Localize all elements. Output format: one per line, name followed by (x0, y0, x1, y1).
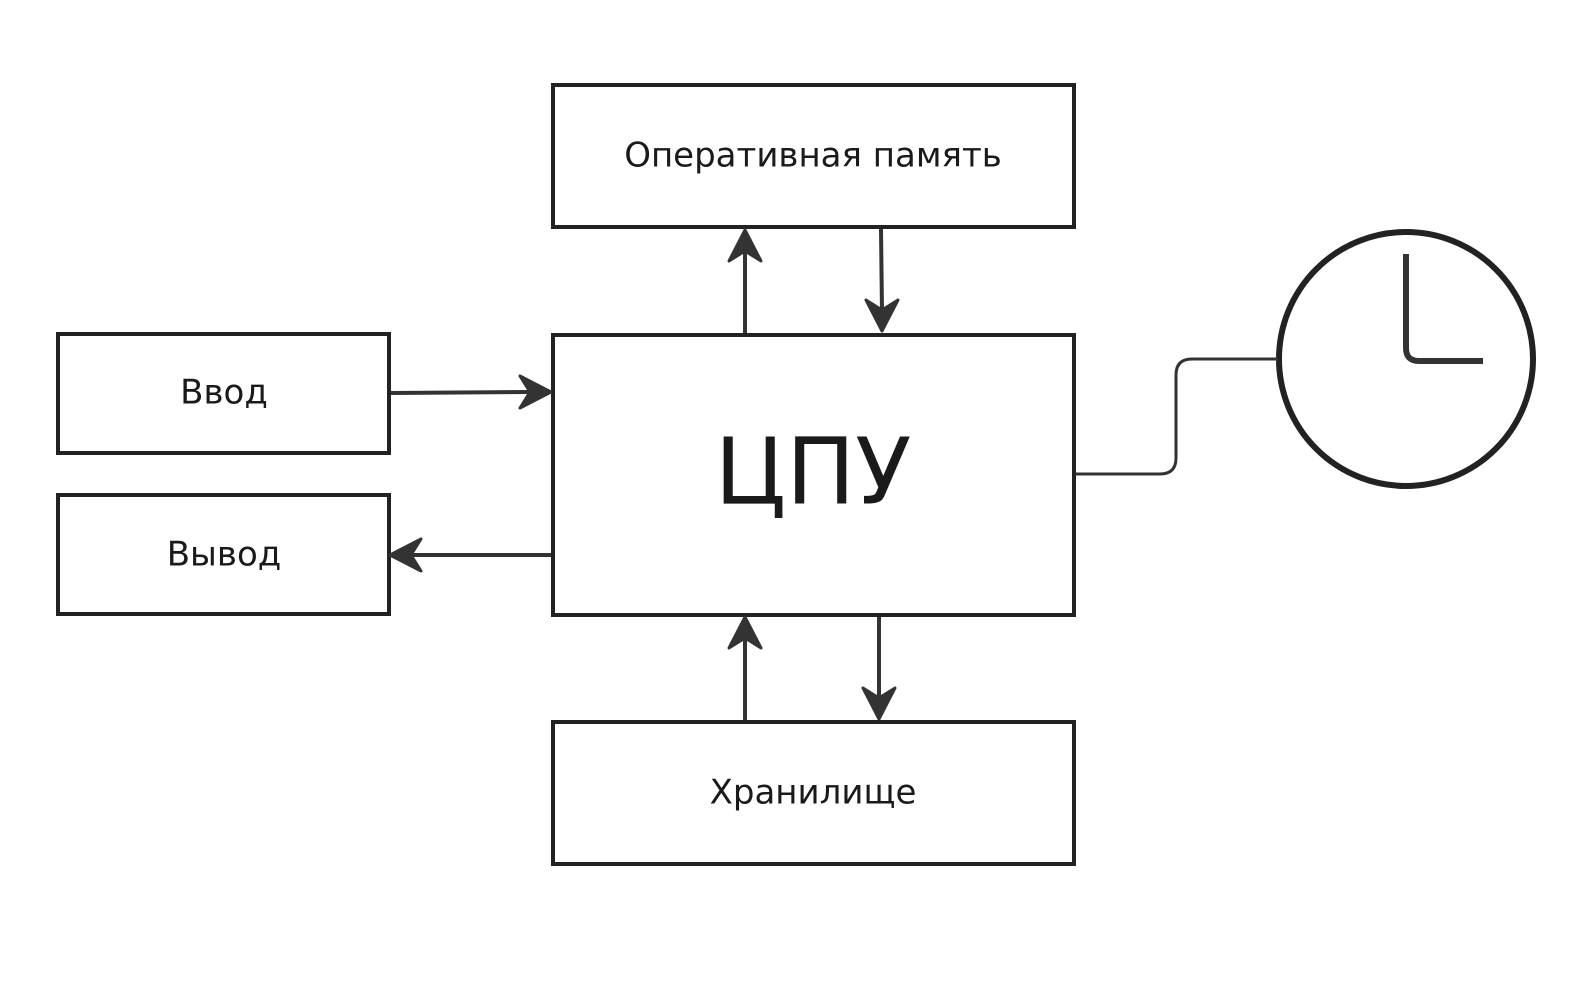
node-ram-label: Оперативная память (624, 136, 1002, 176)
edge-cpu-to-ram (727, 228, 763, 333)
edge-cpu-to-storage (861, 617, 897, 721)
node-ram: Оперативная память (551, 83, 1076, 229)
node-storage: Хранилище (551, 720, 1076, 866)
node-output-label: Вывод (167, 535, 282, 575)
node-input-label: Ввод (180, 373, 268, 413)
edge-input-to-cpu (390, 374, 553, 410)
node-storage-label: Хранилище (710, 773, 917, 813)
clock-icon (1276, 229, 1536, 489)
node-input: Ввод (56, 332, 391, 455)
edge-ram-to-cpu (864, 228, 900, 333)
edge-cpu-to-clock (1076, 357, 1278, 476)
node-output: Вывод (56, 493, 391, 616)
edge-cpu-to-output (388, 537, 551, 573)
node-cpu: ЦПУ (551, 333, 1076, 617)
edge-storage-to-cpu (727, 615, 763, 720)
node-cpu-label: ЦПУ (715, 418, 912, 525)
